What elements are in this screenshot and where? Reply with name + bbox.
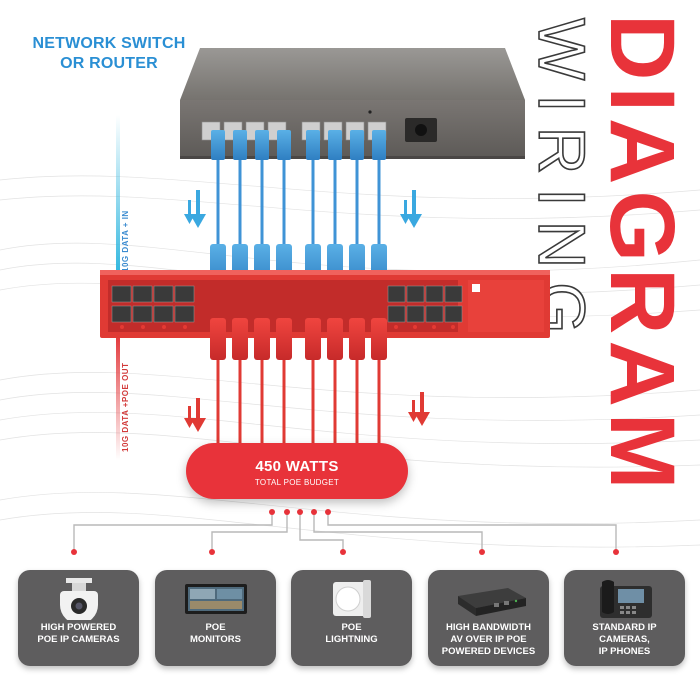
monitor-icon xyxy=(185,584,247,614)
red-poe-cables xyxy=(210,318,387,448)
av-encoder-icon xyxy=(458,588,526,616)
device-5-line-2: CAMERAS, xyxy=(599,634,650,645)
ip-phone-icon xyxy=(600,580,652,618)
device-1-line-2: POE IP CAMERAS xyxy=(37,634,120,645)
device-3-line-2: LIGHTNING xyxy=(325,634,378,645)
poe-switch-ports xyxy=(111,285,463,323)
down-arrows-red xyxy=(184,392,430,432)
device-5-line-1: STANDARD IP xyxy=(592,622,657,633)
poe-out-strip xyxy=(116,335,120,460)
device-4-line-2: AV OVER IP POE xyxy=(450,634,527,645)
device-2-line-1: POE xyxy=(205,622,226,633)
title-line-2: OR ROUTER xyxy=(60,55,158,72)
device-4-line-3: POWERED DEVICES xyxy=(441,646,536,657)
data-in-strip xyxy=(116,115,120,270)
budget-caption: TOTAL POE BUDGET xyxy=(254,478,340,487)
connector-dots xyxy=(71,509,619,555)
device-connectors xyxy=(73,512,617,550)
router-led xyxy=(368,110,372,114)
device-3-line-1: POE xyxy=(341,622,362,633)
device-5-line-3: IP PHONES xyxy=(598,646,651,657)
device-1-line-1: HIGH POWERED xyxy=(40,622,117,633)
poe-light-icon xyxy=(333,580,371,618)
device-2-line-2: MONITORS xyxy=(189,634,242,645)
poe-budget-badge: 450 WATTS TOTAL POE BUDGET xyxy=(186,443,408,499)
poe-switch xyxy=(100,270,550,338)
title-line-1: NETWORK SWITCH xyxy=(32,35,186,52)
poe-brand-icon xyxy=(472,284,480,292)
device-4-line-1: HIGH BANDWIDTH xyxy=(446,622,531,633)
down-arrows-blue xyxy=(184,190,422,228)
network-switch-title: NETWORK SWITCH OR ROUTER xyxy=(14,34,204,74)
budget-value: 450 WATTS xyxy=(255,458,339,475)
ptz-camera-icon xyxy=(60,578,98,620)
